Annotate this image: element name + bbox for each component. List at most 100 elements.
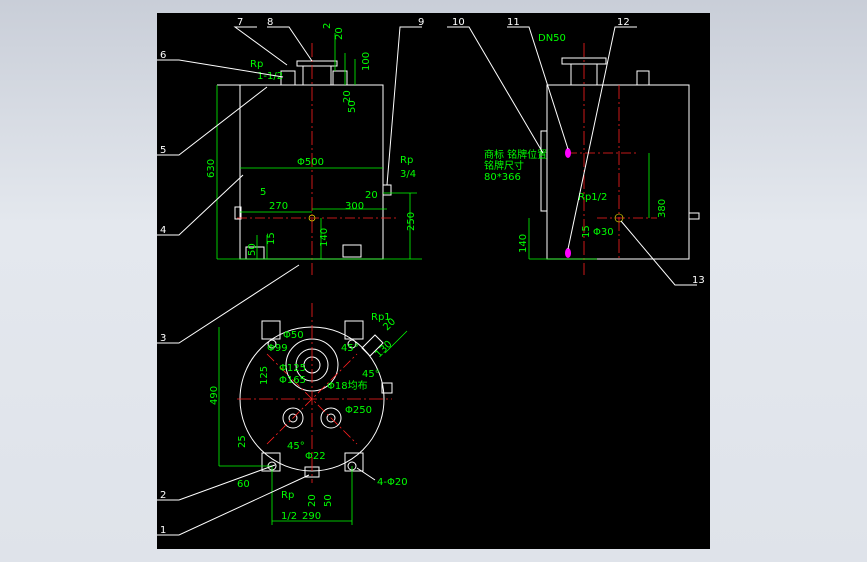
top-lug-tl — [261, 320, 281, 340]
top-lug-br — [344, 452, 364, 472]
top-hole-tl — [267, 339, 277, 349]
side-marker-upper — [565, 148, 571, 158]
rp-label: Rp — [250, 59, 263, 70]
drawing-canvas[interactable]: Rp 1-1/2 2 20 100 20 50 630 Φ500 Rp 3/4 … — [157, 13, 710, 549]
top-diag-2 — [266, 353, 358, 445]
dim-phi250: Φ250 — [345, 405, 372, 416]
dim-15: 15 — [266, 232, 277, 245]
top-port-right-inner — [326, 413, 336, 423]
technical-drawing: Rp 1-1/2 2 20 100 20 50 630 Φ500 Rp 3/4 … — [157, 17, 705, 536]
dim-2: 2 — [322, 23, 333, 29]
note-line3: 80*366 — [484, 172, 521, 183]
side-small-nozzle — [636, 70, 650, 86]
leader-6 — [157, 59, 284, 78]
callout-11: 11 — [507, 17, 520, 28]
leader-4 — [157, 174, 244, 236]
front-right-nozzle — [382, 184, 392, 196]
front-center-mark — [308, 214, 316, 222]
dim-100: 100 — [361, 52, 372, 71]
front-top-flange — [296, 60, 338, 67]
leader-8 — [267, 26, 313, 62]
side-tank-body — [546, 84, 690, 260]
top-right-nozzle — [381, 382, 393, 394]
rp-top: Rp1 — [371, 312, 391, 323]
dim-phi22: Φ22 — [305, 451, 326, 462]
callout-13: 13 — [692, 275, 705, 286]
leader-13 — [620, 220, 697, 286]
dim-20c: 20 — [365, 190, 378, 201]
dim-140: 140 — [319, 228, 330, 247]
top-rp1-nozzle — [361, 334, 384, 357]
leader-9 — [386, 26, 422, 186]
callout-10: 10 — [452, 17, 465, 28]
top-port-left — [282, 407, 304, 429]
dim-60: 60 — [237, 479, 250, 490]
top-port-left-inner — [288, 413, 298, 423]
dn50-label: DN50 — [538, 33, 566, 44]
dim-phi18: Φ18均布 — [327, 380, 368, 392]
dim-130-line — [384, 330, 408, 354]
holes-label: 4-Φ20 — [377, 477, 408, 488]
dim-phi50: Φ50 — [283, 330, 304, 341]
leader-10 — [447, 26, 544, 154]
callout-9: 9 — [418, 17, 424, 28]
dim-290: 290 — [302, 511, 321, 522]
rp-right-size: 3/4 — [400, 169, 416, 180]
rp-half-label: Rp1/2 — [578, 192, 607, 203]
leader-holes — [356, 467, 376, 481]
side-rp-half-port — [614, 213, 624, 223]
side-right-nozzle — [688, 212, 700, 220]
leader-5 — [157, 86, 268, 156]
dim-phi165: Φ165 — [279, 375, 306, 386]
callouts: 7 8 9 6 5 4 3 2 1 10 11 12 13 — [157, 17, 705, 536]
leader-1 — [157, 474, 310, 536]
note-line2: 铭牌尺寸 — [484, 159, 524, 172]
dim-490: 490 — [209, 386, 220, 405]
dim-20b-top: 20 — [307, 494, 318, 507]
side-view: DN50 商标 铭牌位置 铭牌尺寸 80*366 Rp1/2 380 15 Φ3… — [484, 33, 700, 275]
dim-500: Φ500 — [297, 157, 324, 168]
ang-45c: 45° — [287, 441, 305, 452]
dim-25: 25 — [237, 435, 248, 448]
callout-6: 6 — [160, 50, 166, 61]
callout-3: 3 — [160, 333, 166, 344]
leader-2 — [157, 464, 276, 501]
top-view: Rp1 20 130 Φ50 Φ99 45° Φ125 Φ165 125 Φ18… — [209, 303, 408, 525]
leader-3 — [157, 264, 300, 344]
rp-bottom-size: 1/2 — [281, 511, 297, 522]
front-left-drain — [234, 206, 242, 220]
top-hole-tr — [347, 339, 357, 349]
callout-1: 1 — [160, 525, 166, 536]
dim-630: 630 — [206, 159, 217, 178]
rp-size: 1-1/2 — [257, 71, 283, 82]
front-small-nozzle-right — [332, 70, 348, 86]
note-line1: 商标 铭牌位置 — [484, 148, 547, 161]
callout-8: 8 — [267, 17, 273, 28]
callout-7: 7 — [237, 17, 243, 28]
dim-250: 250 — [406, 212, 417, 231]
top-lug-bl — [261, 452, 281, 472]
dim-140-side: 140 — [518, 234, 529, 253]
callout-12: 12 — [617, 17, 630, 28]
dim-270: 270 — [269, 201, 288, 212]
rp-right: Rp — [400, 155, 413, 166]
callout-5: 5 — [160, 145, 166, 156]
dim-15-side: 15 — [581, 225, 592, 238]
side-top-nozzle — [570, 63, 598, 86]
leader-12 — [567, 26, 637, 250]
ang-45a: 45° — [341, 343, 359, 354]
front-top-nozzle — [302, 65, 332, 86]
side-nameplate — [540, 130, 548, 212]
dim-50b: 50 — [247, 243, 258, 256]
front-small-nozzle-left — [280, 70, 296, 86]
top-lug-tr — [344, 320, 364, 340]
dim-20-top: 20 — [334, 27, 345, 40]
dim-50-top: 50 — [323, 494, 334, 507]
dim-phi99: Φ99 — [267, 343, 288, 354]
dim-5: 5 — [260, 187, 266, 198]
front-foot-right — [342, 244, 362, 258]
dim-125: 125 — [259, 366, 270, 385]
callout-4: 4 — [160, 225, 166, 236]
dim-380: 380 — [657, 199, 668, 218]
